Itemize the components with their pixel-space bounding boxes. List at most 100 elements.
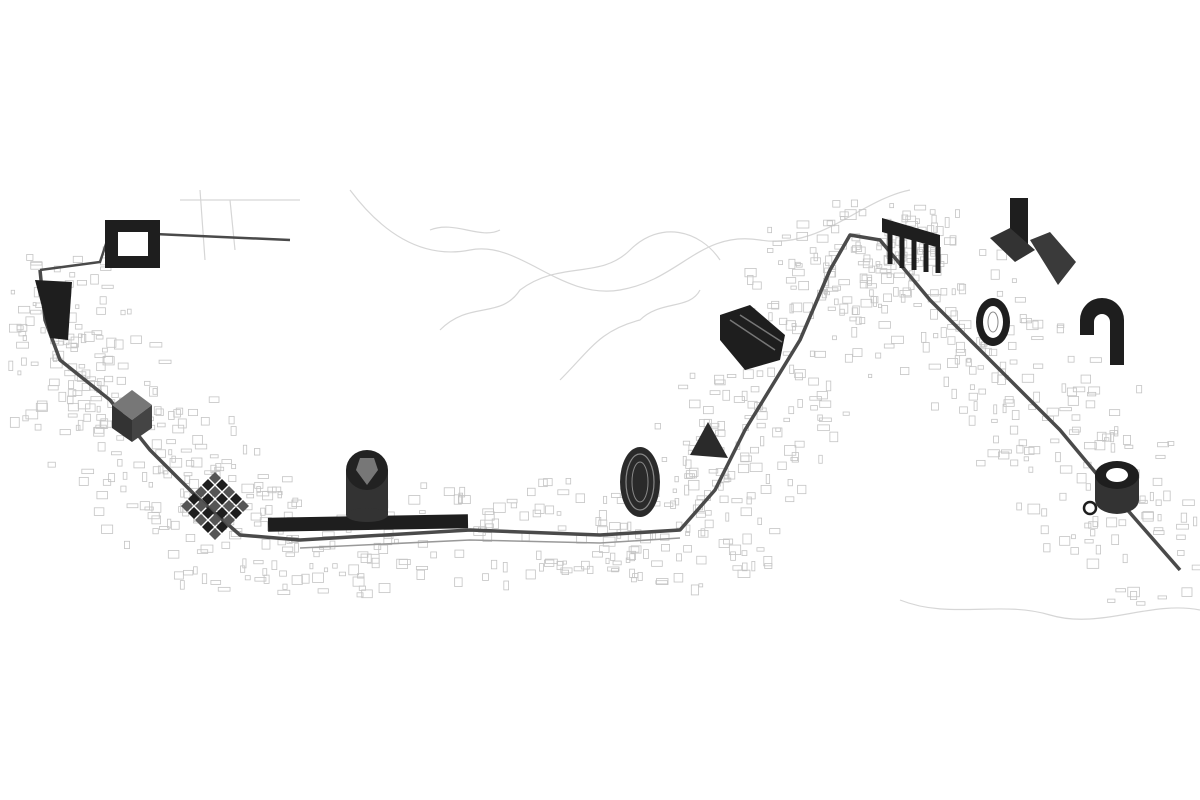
- context-building: [798, 280, 810, 291]
- context-building: [703, 406, 714, 415]
- context-building: [951, 288, 956, 296]
- context-building: [785, 277, 797, 284]
- context-building: [1089, 357, 1102, 363]
- context-building: [944, 217, 950, 228]
- context-building: [8, 360, 14, 371]
- context-building: [94, 353, 106, 358]
- context-building: [603, 495, 608, 504]
- context-building: [1059, 492, 1067, 501]
- context-building: [117, 362, 129, 370]
- context-building: [108, 473, 116, 483]
- context-building: [785, 320, 796, 331]
- ring-building: [1082, 461, 1139, 516]
- context-building: [279, 570, 287, 577]
- context-building: [783, 417, 790, 423]
- context-building: [930, 309, 938, 320]
- context-building: [408, 495, 421, 505]
- context-building: [1163, 490, 1171, 502]
- context-building: [826, 287, 839, 292]
- context-building: [30, 261, 43, 266]
- context-building: [159, 526, 170, 530]
- context-building: [1155, 499, 1162, 506]
- context-building: [797, 399, 803, 408]
- context-building: [329, 540, 336, 550]
- context-building: [893, 272, 906, 279]
- context-building: [277, 491, 283, 496]
- context-building: [878, 303, 882, 309]
- context-building: [717, 420, 725, 431]
- context-building: [1023, 456, 1029, 462]
- context-building: [655, 580, 668, 585]
- pyramid-unit: [223, 514, 235, 526]
- context-building: [949, 235, 957, 246]
- pyramid-unit: [202, 493, 214, 505]
- context-building: [1061, 383, 1067, 393]
- context-building: [877, 237, 888, 247]
- context-building: [557, 525, 567, 531]
- pyramid-unit: [195, 514, 207, 526]
- context-building: [287, 501, 297, 509]
- context-building: [778, 260, 783, 265]
- context-building: [746, 496, 752, 505]
- context-building: [1136, 601, 1146, 606]
- context-building: [610, 552, 616, 561]
- context-building: [78, 364, 86, 369]
- pyramid-unit: [209, 500, 221, 512]
- context-building: [1059, 536, 1071, 546]
- context-building: [1033, 391, 1040, 403]
- pyramid-unit: [195, 486, 207, 498]
- context-building: [1084, 539, 1094, 544]
- context-building: [760, 436, 765, 447]
- context-building: [458, 492, 463, 504]
- context-building: [415, 566, 428, 570]
- context-building: [168, 449, 173, 456]
- context-building: [968, 415, 976, 426]
- context-building: [96, 307, 106, 315]
- context-building: [1130, 591, 1138, 600]
- context-building: [1056, 324, 1065, 334]
- context-building: [256, 486, 261, 493]
- context-building: [794, 440, 805, 448]
- context-building: [510, 502, 518, 509]
- context-building: [111, 451, 122, 456]
- context-building: [916, 248, 923, 255]
- context-building: [76, 279, 87, 286]
- context-building: [86, 376, 96, 381]
- context-building: [692, 504, 705, 513]
- context-building: [457, 495, 471, 505]
- context-building: [959, 406, 968, 414]
- context-building: [715, 429, 726, 437]
- context-building: [930, 247, 936, 257]
- context-building: [68, 380, 75, 389]
- context-building: [1180, 512, 1188, 523]
- context-building: [889, 203, 895, 209]
- context-building: [371, 557, 380, 569]
- context-building: [592, 551, 603, 558]
- context-building: [790, 457, 799, 462]
- context-building: [217, 586, 231, 592]
- context-building: [825, 380, 832, 392]
- context-building: [152, 466, 161, 475]
- context-building: [940, 327, 947, 338]
- context-building: [733, 396, 745, 403]
- context-building: [902, 287, 911, 297]
- context-building: [78, 333, 83, 338]
- context-building: [1059, 407, 1072, 412]
- context-building: [356, 592, 364, 598]
- context-building: [628, 546, 640, 553]
- context-building: [933, 333, 939, 339]
- context-building: [254, 481, 264, 489]
- context-building: [1191, 564, 1200, 571]
- context-building: [416, 569, 425, 580]
- context-building: [1009, 425, 1019, 435]
- context-building: [67, 395, 74, 405]
- context-building: [993, 404, 998, 415]
- context-building: [1008, 341, 1017, 350]
- context-building: [188, 408, 198, 417]
- context-building: [1009, 359, 1018, 365]
- context-building: [144, 506, 154, 511]
- context-building: [957, 283, 965, 291]
- context-building: [454, 549, 465, 558]
- context-building: [373, 542, 382, 550]
- pyramid-unit: [216, 493, 228, 505]
